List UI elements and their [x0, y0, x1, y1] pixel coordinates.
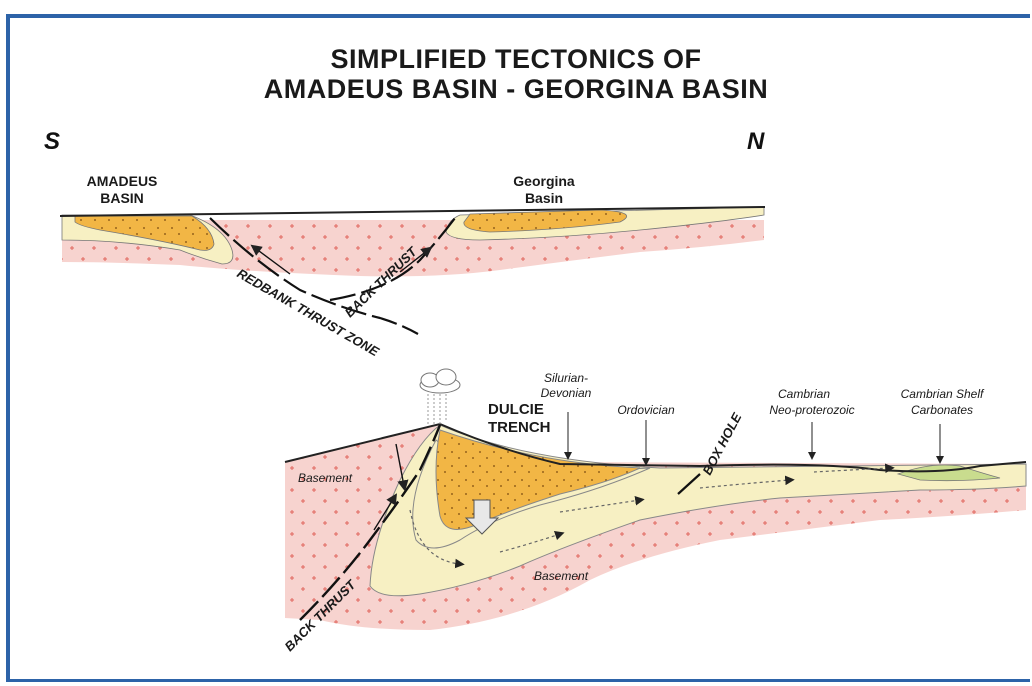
cambrian-label-2: Neo-proterozoic: [769, 403, 854, 417]
upper-cross-section: [60, 207, 765, 334]
georgina-basin-label-2: Basin: [525, 190, 563, 206]
rain-cloud-icon: [420, 369, 460, 426]
silurian-label-2: Devonian: [541, 386, 592, 400]
basement-label-bottom: Basement: [534, 569, 589, 583]
silurian-label-1: Silurian-: [544, 371, 588, 385]
basement-label-left: Basement: [298, 471, 353, 485]
georgina-basin-label-1: Georgina: [513, 173, 575, 189]
dulcie-trench-label-1: DULCIE: [488, 401, 544, 418]
dulcie-trench-label-2: TRENCH: [488, 419, 551, 436]
ordovician-label: Ordovician: [617, 403, 675, 417]
shelf-carbonates-label-1: Cambrian Shelf: [901, 387, 985, 401]
cambrian-label-1: Cambrian: [778, 387, 830, 401]
shelf-carbonates-label-2: Carbonates: [911, 403, 973, 417]
amadeus-basin-label-1: AMADEUS: [87, 173, 158, 189]
amadeus-basin-label-2: BASIN: [100, 190, 144, 206]
